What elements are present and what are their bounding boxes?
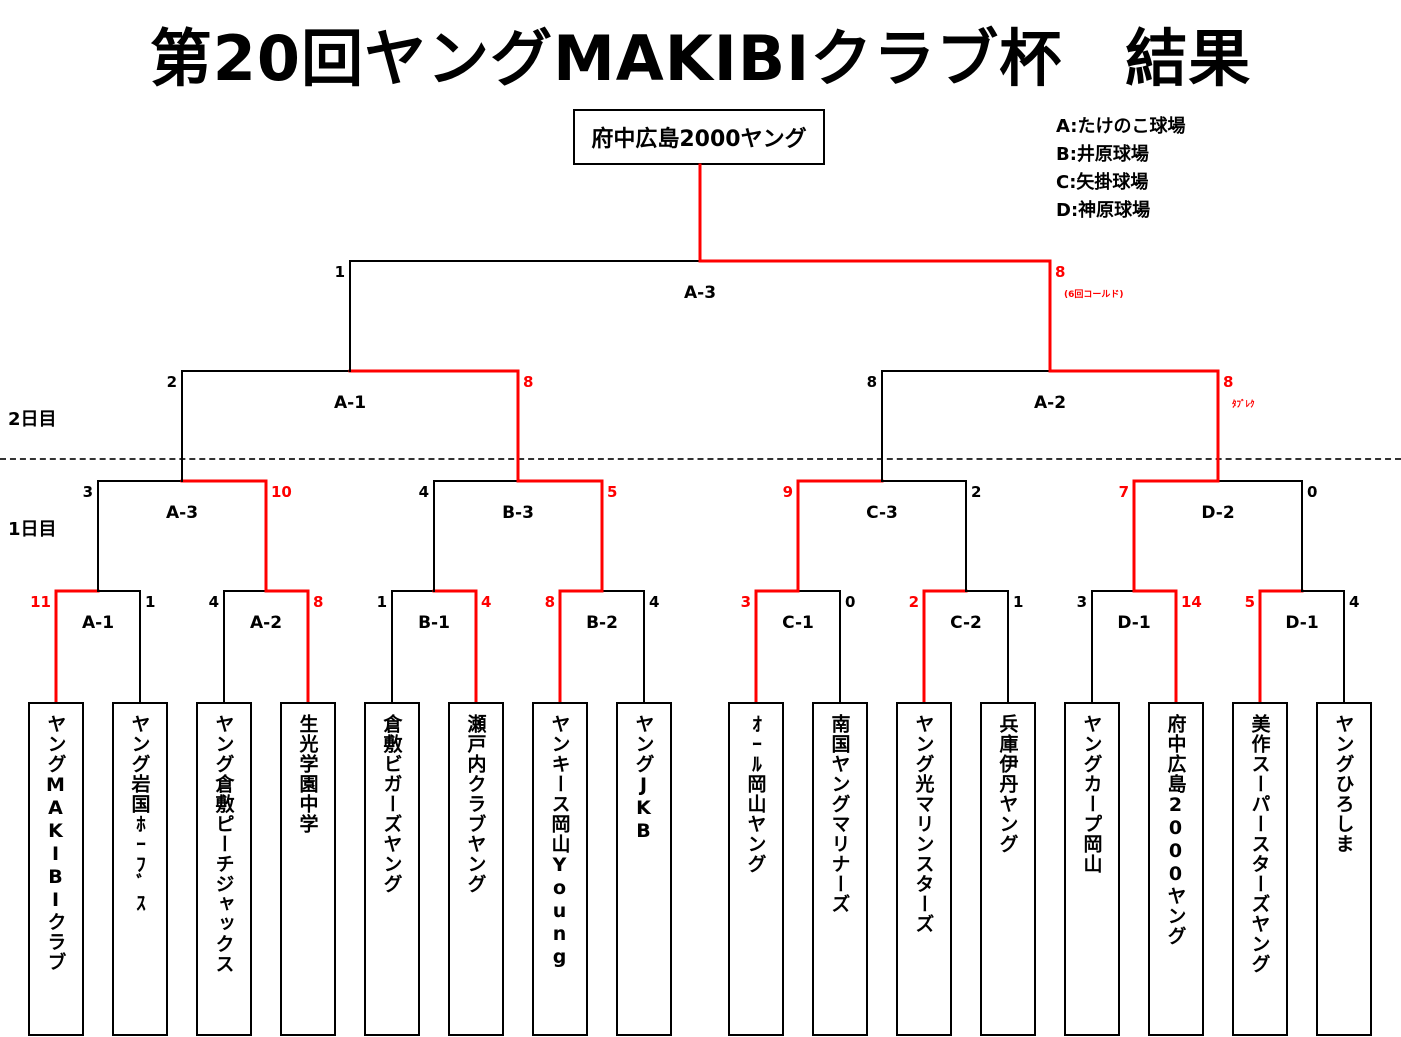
team-name: 南国ヤングマリナーズ: [828, 714, 851, 914]
team-box: 府中広島2000ヤング: [1148, 702, 1204, 1036]
team-box: 美作スーパースターズヤング: [1232, 702, 1288, 1036]
score-left: 3: [1076, 593, 1087, 611]
day2-label: 2日目: [8, 409, 57, 430]
team-box: 瀬戸内クラブヤング: [448, 702, 504, 1036]
team-box: 倉敷ビガーズヤング: [364, 702, 420, 1036]
score-left: 1: [334, 263, 345, 281]
score-left: 8: [866, 373, 877, 391]
game-label: D-2: [1201, 503, 1235, 523]
score-left: 2: [166, 373, 177, 391]
score-right: 8: [1223, 373, 1234, 391]
team-name: ｵｰﾙ岡山ヤング: [744, 714, 767, 874]
team-box: ヤンキース岡山Young: [532, 702, 588, 1036]
score-right: 0: [845, 593, 856, 611]
score-left: 8: [544, 593, 555, 611]
score-left: 9: [782, 483, 793, 501]
team-box: ヤング光マリンスターズ: [896, 702, 952, 1036]
score-right: 1: [1013, 593, 1024, 611]
team-name: 府中広島2000ヤング: [1164, 714, 1187, 946]
champion-box: 府中広島2000ヤング: [573, 109, 825, 165]
team-name: ヤング倉敷ピーチジャックス: [212, 714, 235, 974]
score-left: 4: [418, 483, 429, 501]
score-right: 1: [145, 593, 156, 611]
team-name: ヤングMAKIBIクラブ: [44, 714, 67, 972]
page-title: 第20回ヤングMAKIBIクラブ杯 結果: [149, 22, 1252, 95]
game-label: C-1: [782, 613, 814, 633]
score-right: 4: [1349, 593, 1360, 611]
score-left: 2: [908, 593, 919, 611]
team-name: ヤング岩国ﾎｰﾌﾞｽ: [128, 714, 151, 913]
team-name: 生光学園中学: [296, 714, 319, 834]
team-box: ｵｰﾙ岡山ヤング: [728, 702, 784, 1036]
score-right: 8: [313, 593, 324, 611]
team-box: ヤングMAKIBIクラブ: [28, 702, 84, 1036]
score-left: 4: [208, 593, 219, 611]
score-right: 2: [971, 483, 982, 501]
game-label: C-3: [866, 503, 898, 523]
game-label: D-1: [1285, 613, 1319, 633]
game-label: A-3: [683, 283, 717, 303]
game-label: B-3: [502, 503, 534, 523]
score-right: 5: [607, 483, 618, 501]
team-name: ヤングJKB: [632, 714, 655, 843]
team-box: ヤングJKB: [616, 702, 672, 1036]
team-box: ヤングカープ岡山: [1064, 702, 1120, 1036]
team-box: 兵庫伊丹ヤング: [980, 702, 1036, 1036]
venue-legend: A:たけのこ球場 B:井原球場 C:矢掛球場 D:神原球場: [1056, 113, 1185, 225]
day-divider: [0, 458, 1401, 460]
team-name: ヤングひろしま: [1332, 714, 1355, 854]
game-label: A-2: [1033, 393, 1067, 413]
game-label: C-2: [950, 613, 982, 633]
score-left: 7: [1118, 483, 1129, 501]
legend-item-a: A:たけのこ球場: [1056, 116, 1186, 137]
team-box: 生光学園中学: [280, 702, 336, 1036]
game-label: B-2: [586, 613, 618, 633]
legend-item-d: D:神原球場: [1056, 200, 1151, 221]
team-name: 倉敷ビガーズヤング: [380, 714, 403, 894]
team-name: ヤング光マリンスターズ: [912, 714, 935, 934]
score-right: 8: [1055, 263, 1066, 281]
team-box: ヤングひろしま: [1316, 702, 1372, 1036]
score-right: 4: [481, 593, 492, 611]
team-name: ヤンキース岡山Young: [548, 714, 571, 969]
day1-label: 1日目: [8, 519, 57, 540]
team-box: 南国ヤングマリナーズ: [812, 702, 868, 1036]
game-label: A-2: [249, 613, 283, 633]
legend-item-c: C:矢掛球場: [1056, 172, 1149, 193]
team-box: ヤング倉敷ピーチジャックス: [196, 702, 252, 1036]
score-left: 11: [30, 593, 51, 611]
score-right: 4: [649, 593, 660, 611]
game-label: A-1: [81, 613, 115, 633]
score-right: 10: [271, 483, 292, 501]
score-right: 8: [523, 373, 534, 391]
game-label: A-1: [333, 393, 367, 413]
game-label: A-3: [165, 503, 199, 523]
score-left: 5: [1244, 593, 1255, 611]
team-name: 瀬戸内クラブヤング: [464, 714, 487, 894]
game-label: B-1: [418, 613, 450, 633]
team-name: 美作スーパースターズヤング: [1248, 714, 1271, 974]
score-left: 3: [740, 593, 751, 611]
game-note: (6回コールド): [1064, 290, 1124, 300]
team-name: ヤングカープ岡山: [1080, 714, 1103, 874]
legend-item-b: B:井原球場: [1056, 144, 1149, 165]
game-label: D-1: [1117, 613, 1151, 633]
game-note: ﾀﾌﾞﾚｸ: [1232, 400, 1255, 410]
score-left: 1: [376, 593, 387, 611]
score-right: 14: [1181, 593, 1202, 611]
score-right: 0: [1307, 483, 1318, 501]
team-box: ヤング岩国ﾎｰﾌﾞｽ: [112, 702, 168, 1036]
team-name: 兵庫伊丹ヤング: [996, 714, 1019, 854]
score-left: 3: [82, 483, 93, 501]
champion-name: 府中広島2000ヤング: [591, 127, 807, 152]
